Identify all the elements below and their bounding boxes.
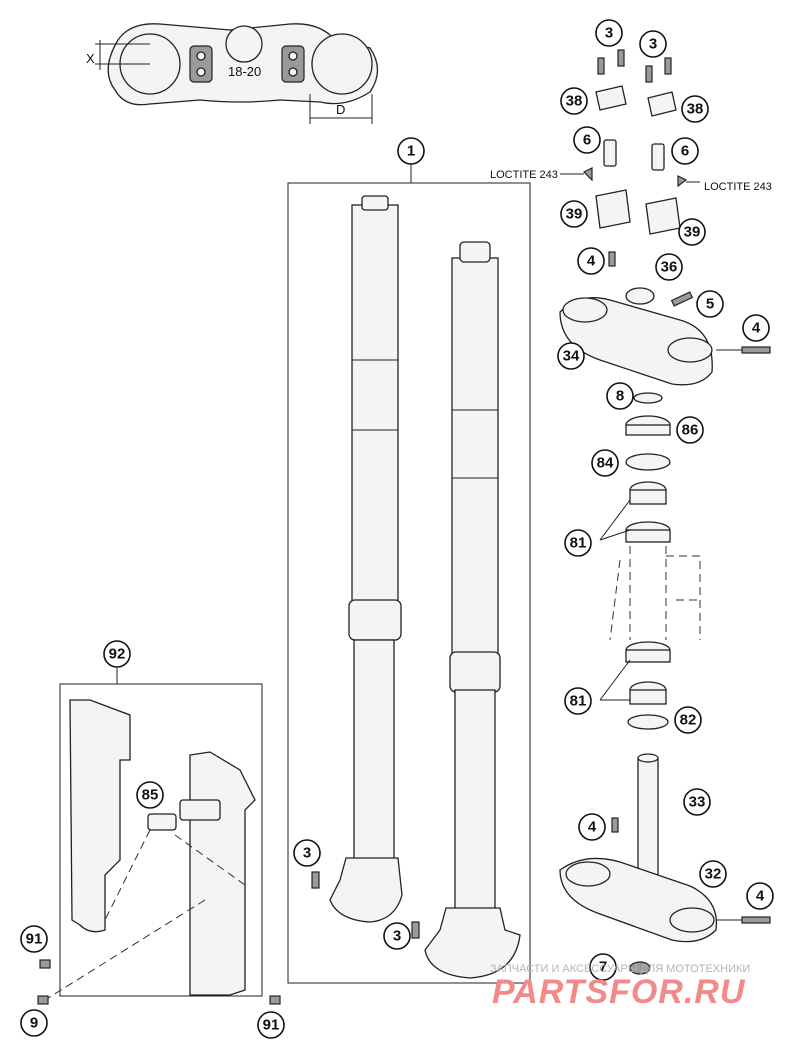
callout-38: 38 (560, 87, 588, 115)
callout-34: 34 (557, 342, 585, 370)
callout-91: 91 (20, 925, 48, 953)
callout-9: 9 (20, 1009, 48, 1037)
callout-4: 4 (742, 314, 770, 342)
loctite-note-left: LOCTITE 243 (490, 169, 558, 181)
svg-text:8: 8 (616, 388, 624, 405)
watermark-tagline: ЗАПЧАСТИ И АКСЕССУАРЫ ДЛЯ МОТОТЕХНИКИ (490, 963, 750, 975)
callout-4: 4 (746, 882, 774, 910)
callout-32: 32 (699, 860, 727, 888)
callout-81: 81 (564, 687, 592, 715)
svg-text:3: 3 (303, 845, 311, 862)
svg-text:92: 92 (109, 646, 126, 663)
fork-protectors-group (37, 668, 281, 1005)
svg-text:9: 9 (30, 1015, 38, 1032)
svg-text:6: 6 (681, 143, 689, 160)
callout-3: 3 (639, 30, 667, 58)
fork-legs-group (287, 164, 531, 984)
lower-triple-clamp (559, 753, 771, 975)
svg-text:3: 3 (649, 36, 657, 53)
loctite-note-right: LOCTITE 243 (704, 181, 772, 193)
svg-text:82: 82 (680, 712, 697, 729)
svg-text:39: 39 (684, 224, 701, 241)
callout-3: 3 (293, 839, 321, 867)
svg-text:91: 91 (263, 1017, 280, 1034)
watermark-brand: PARTSFOR.RU (492, 973, 746, 1011)
svg-text:86: 86 (682, 422, 699, 439)
svg-text:81: 81 (570, 535, 587, 552)
svg-text:38: 38 (566, 93, 583, 110)
callout-39: 39 (678, 218, 706, 246)
callout-33: 33 (683, 788, 711, 816)
svg-text:81: 81 (570, 693, 587, 710)
callout-36: 36 (655, 253, 683, 281)
clamp-marking: 18-20 (228, 64, 261, 79)
svg-text:38: 38 (687, 101, 704, 118)
svg-text:4: 4 (756, 888, 765, 905)
svg-text:39: 39 (566, 206, 583, 223)
svg-text:4: 4 (752, 320, 761, 337)
callout-7: 7 (589, 953, 617, 981)
steering-bearings (599, 392, 701, 730)
callout-4: 4 (578, 813, 606, 841)
callout-86: 86 (676, 416, 704, 444)
svg-text:3: 3 (605, 25, 613, 42)
callout-4: 4 (577, 247, 605, 275)
svg-text:34: 34 (563, 348, 580, 365)
callout-81: 81 (564, 529, 592, 557)
svg-text:84: 84 (597, 455, 614, 472)
svg-text:36: 36 (661, 259, 678, 276)
callout-39: 39 (560, 200, 588, 228)
callout-1: 1 (397, 137, 425, 165)
svg-text:6: 6 (583, 132, 591, 149)
svg-text:3: 3 (393, 928, 401, 945)
callout-38: 38 (681, 95, 709, 123)
callout-3: 3 (383, 922, 411, 950)
callout-5: 5 (696, 290, 724, 318)
top-clamp-dimension-drawing: 18-20 X D (86, 23, 379, 124)
callout-3: 3 (595, 19, 623, 47)
callout-8: 8 (606, 382, 634, 410)
callout-82: 82 (674, 706, 702, 734)
svg-text:85: 85 (142, 787, 159, 804)
svg-text:33: 33 (689, 794, 706, 811)
callout-91: 91 (257, 1011, 285, 1039)
callout-85: 85 (136, 781, 164, 809)
callout-84: 84 (591, 449, 619, 477)
svg-text:7: 7 (599, 959, 607, 976)
callout-6: 6 (671, 137, 699, 165)
svg-text:32: 32 (705, 866, 722, 883)
svg-text:1: 1 (407, 143, 415, 160)
dimension-d-label: D (336, 102, 345, 117)
callout-92: 92 (103, 640, 131, 668)
svg-text:91: 91 (26, 931, 43, 948)
callout-6: 6 (573, 126, 601, 154)
svg-text:4: 4 (588, 819, 597, 836)
dimension-x-label: X (86, 51, 95, 66)
svg-text:5: 5 (706, 296, 714, 313)
svg-text:4: 4 (587, 253, 596, 270)
